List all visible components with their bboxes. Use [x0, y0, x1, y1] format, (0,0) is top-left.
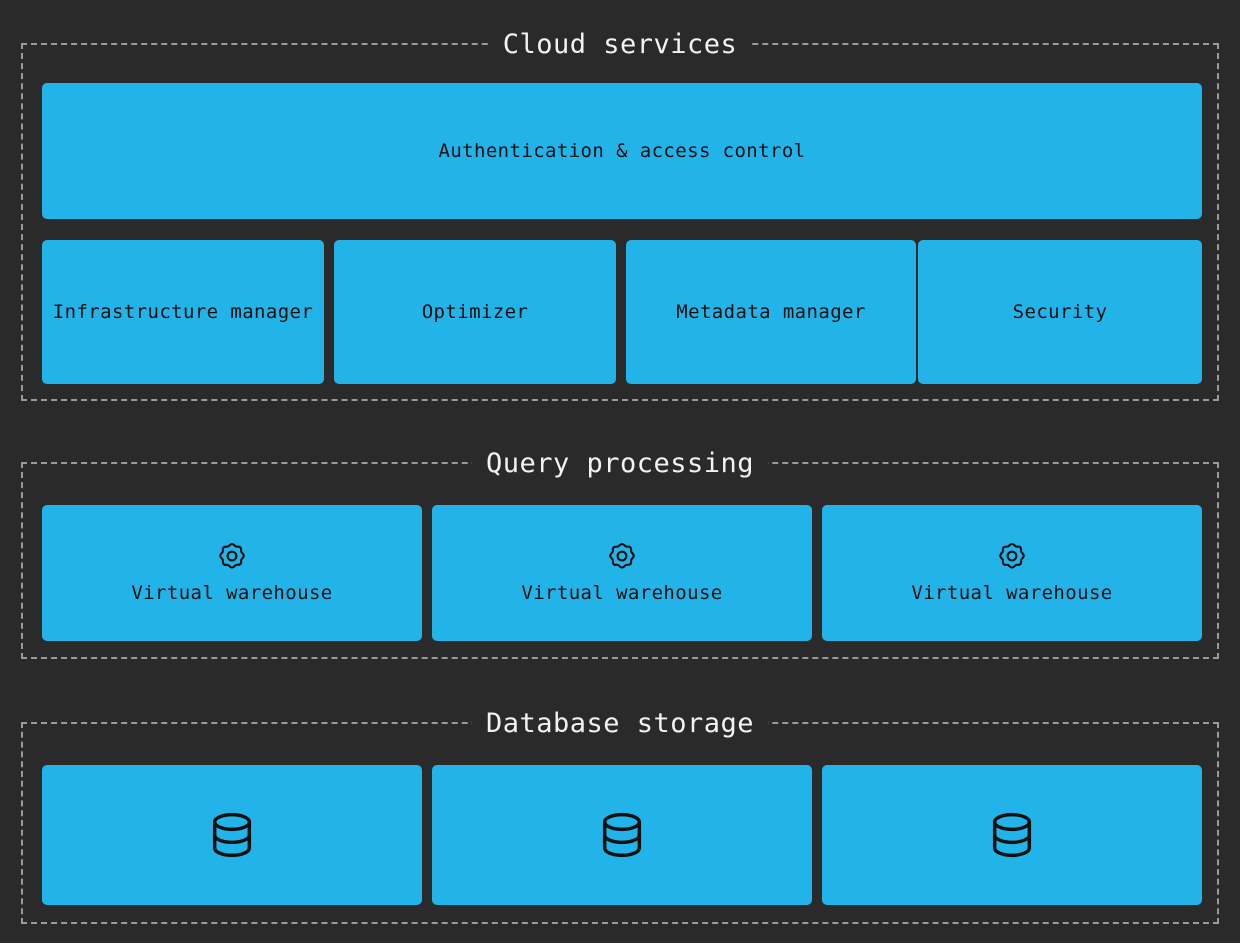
- database-icon: [206, 809, 258, 861]
- gear-icon: [217, 541, 247, 571]
- database-icon: [596, 809, 648, 861]
- card-virtual-warehouse-2[interactable]: Virtual warehouse: [432, 505, 812, 641]
- section-query-processing: Query processing Virtual warehouse: [21, 449, 1219, 659]
- section-body-query-processing: Virtual warehouse Virtual warehouse: [23, 464, 1217, 657]
- section-body-cloud-services: Authentication & access control Infrastr…: [23, 45, 1217, 399]
- card-virtual-warehouse-1[interactable]: Virtual warehouse: [42, 505, 422, 641]
- card-label-authentication-access-control: Authentication & access control: [438, 140, 806, 162]
- card-database-storage-3[interactable]: [822, 765, 1202, 905]
- card-metadata-manager[interactable]: Metadata manager: [626, 240, 916, 384]
- card-label-optimizer: Optimizer: [421, 301, 529, 323]
- card-optimizer[interactable]: Optimizer: [334, 240, 616, 384]
- section-title-database-storage: Database storage: [471, 709, 769, 739]
- card-database-storage-1[interactable]: [42, 765, 422, 905]
- card-database-storage-2[interactable]: [432, 765, 812, 905]
- section-database-storage: Database storage: [21, 709, 1219, 924]
- section-cloud-services: Cloud services Authentication & access c…: [21, 30, 1219, 401]
- card-label-security: Security: [1012, 301, 1108, 323]
- card-label-metadata-manager: Metadata manager: [676, 301, 866, 323]
- card-virtual-warehouse-3[interactable]: Virtual warehouse: [822, 505, 1202, 641]
- card-infrastructure-manager[interactable]: Infrastructure manager: [42, 240, 324, 384]
- card-label-virtual-warehouse-2: Virtual warehouse: [521, 582, 723, 604]
- gear-icon: [607, 541, 637, 571]
- card-label-infrastructure-manager: Infrastructure manager: [52, 301, 314, 323]
- card-authentication-access-control[interactable]: Authentication & access control: [42, 83, 1202, 219]
- card-label-virtual-warehouse-3: Virtual warehouse: [911, 582, 1113, 604]
- section-title-query-processing: Query processing: [471, 449, 769, 479]
- section-body-database-storage: [23, 724, 1217, 922]
- card-label-virtual-warehouse-1: Virtual warehouse: [131, 582, 333, 604]
- section-title-cloud-services: Cloud services: [488, 30, 752, 60]
- database-icon: [986, 809, 1038, 861]
- gear-icon: [997, 541, 1027, 571]
- card-security[interactable]: Security: [918, 240, 1202, 384]
